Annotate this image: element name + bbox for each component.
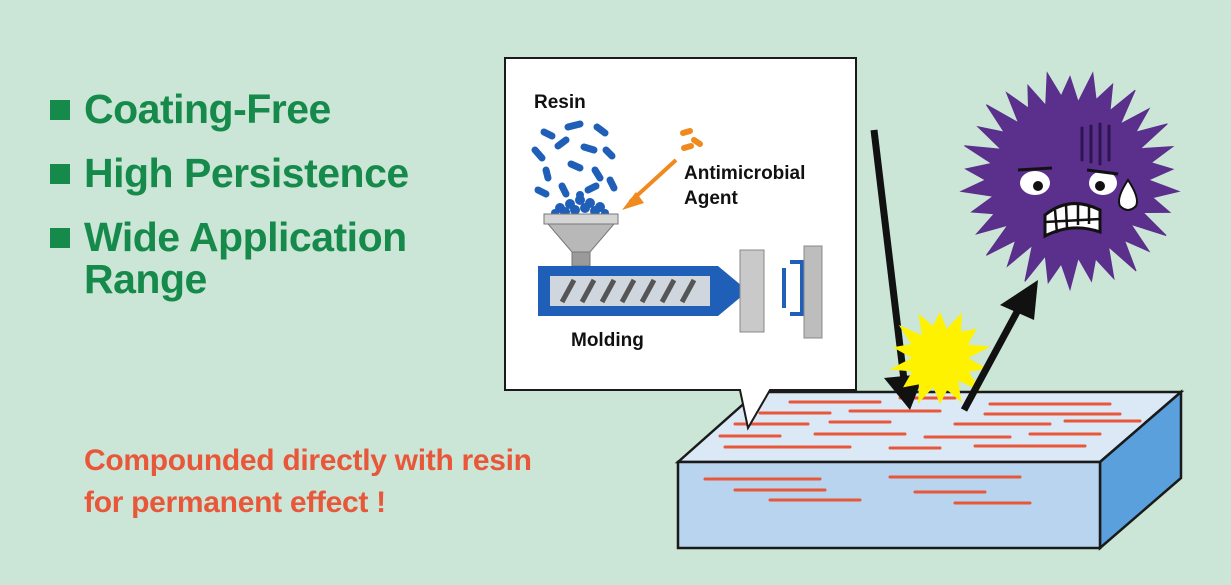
feature-label: Coating-Free (84, 86, 331, 132)
resin-slab (674, 389, 1185, 551)
resin-label: Resin (534, 92, 586, 113)
bullet-square-icon (50, 100, 70, 120)
molding-label: Molding (571, 330, 644, 351)
feature-label: Wide Application Range (84, 216, 407, 300)
antimicrobial-streaks (703, 396, 1142, 505)
feature-item: Wide Application Range (50, 216, 470, 300)
agent-label: Antimicrobial Agent (684, 163, 811, 209)
arrow-up-icon (960, 280, 1038, 412)
agent-arrow (622, 158, 678, 210)
feature-list: Coating-Free High Persistence Wide Appli… (50, 88, 470, 322)
germ-icon (959, 71, 1181, 292)
bullet-square-icon (50, 228, 70, 248)
antimicrobial-agent-icon (680, 128, 703, 151)
tagline: Compounded directly with resin for perma… (84, 440, 532, 524)
feature-label: High Persistence (84, 150, 409, 196)
molding-machine-icon (538, 245, 823, 339)
bullet-square-icon (50, 164, 70, 184)
feature-label-line: Range (84, 256, 207, 302)
hopper-icon (543, 213, 619, 267)
callout-box: Resin (504, 57, 857, 431)
feature-label-line: Wide Application (84, 214, 407, 260)
tagline-line: for permanent effect ! (84, 486, 386, 519)
spark-icon (889, 311, 991, 405)
feature-item: High Persistence (50, 152, 470, 194)
resin-pellets-icon (531, 120, 618, 198)
tagline-line: Compounded directly with resin (84, 444, 532, 477)
feature-item: Coating-Free (50, 88, 470, 130)
